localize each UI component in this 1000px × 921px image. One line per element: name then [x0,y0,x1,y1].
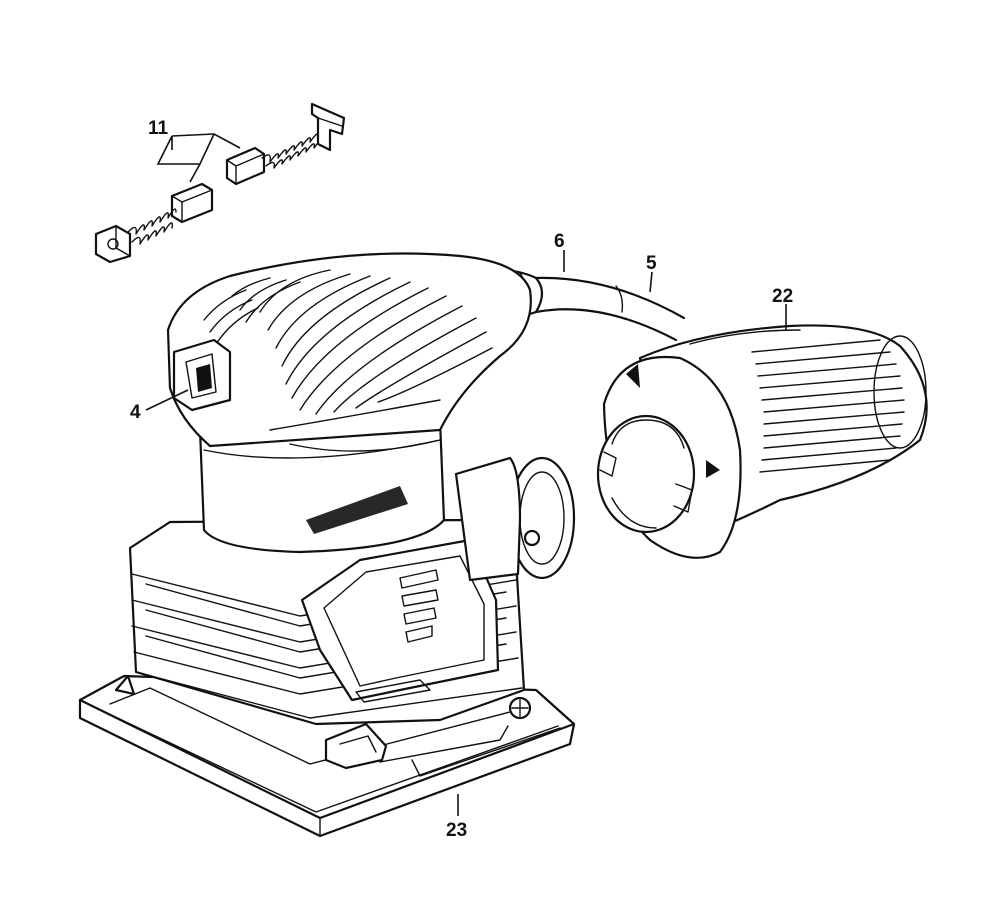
callout-dust-canister: 22 [772,286,793,307]
callout-cord-guard: 6 [554,231,565,252]
handle [166,252,532,448]
carbon-brush-upper [225,102,346,186]
callout-brushes: 11 [148,118,169,139]
leader-5 [649,271,653,293]
power-switch [172,338,232,412]
power-cord [534,276,686,342]
callout-power-cord: 5 [646,253,657,274]
sander-body [78,252,576,838]
motor-housing [198,418,446,554]
lower-housing [128,518,526,726]
leader-lines [145,250,787,816]
leader-4 [145,389,189,411]
callout-switch: 4 [130,402,141,423]
dust-port [454,456,576,582]
dust-canister [596,324,928,559]
carbon-brush-lower [94,182,214,264]
callout-base-pad: 23 [446,820,467,841]
carbon-brush-assembly [94,102,346,264]
